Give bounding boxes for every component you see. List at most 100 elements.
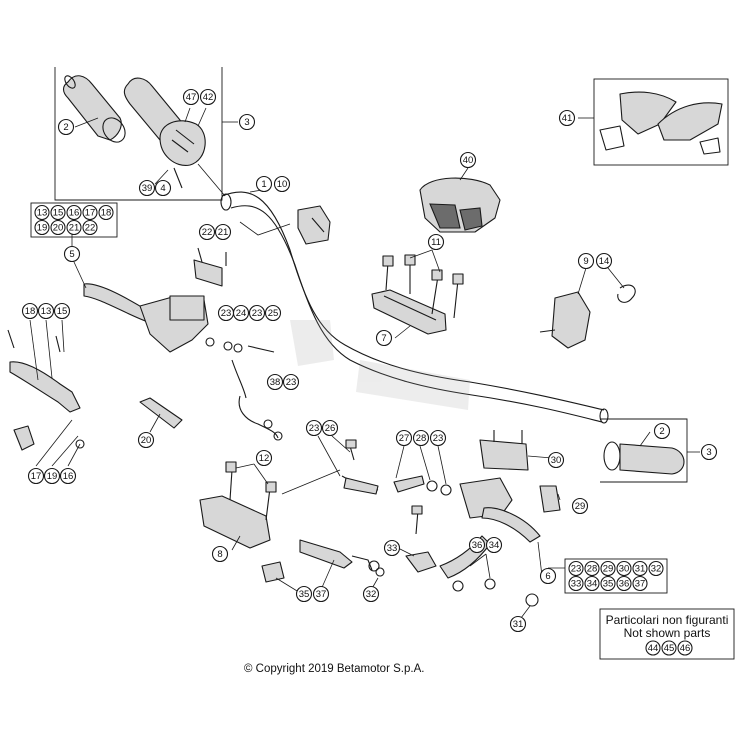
group-callout-17: 17 <box>82 204 98 221</box>
callout-number: 21 <box>218 227 229 238</box>
not-shown-callout-45: 45 <box>661 640 677 656</box>
callout-number: 23 <box>309 423 320 434</box>
callout-number: 38 <box>270 377 281 388</box>
callout-number: 23 <box>221 308 232 319</box>
faint-watermark <box>290 320 470 410</box>
group-callout-36: 36 <box>616 575 632 592</box>
group-callout-31: 31 <box>632 560 648 577</box>
callout-38: 38 <box>266 373 284 391</box>
callout-number: 5 <box>69 249 74 260</box>
group-callout-23: 23 <box>568 560 584 577</box>
callout-number: 33 <box>571 579 582 590</box>
callout-number: 25 <box>268 308 279 319</box>
group-callout-35: 35 <box>600 575 616 592</box>
callout-4: 4 <box>154 179 172 197</box>
callout-number: 32 <box>651 564 662 575</box>
group-callout-37: 37 <box>632 575 648 592</box>
callout-number: 6 <box>545 571 550 582</box>
callout-25: 25 <box>264 304 282 322</box>
callout-2: 2 <box>653 422 671 440</box>
callout-number: 2 <box>659 426 664 437</box>
group-callout-19: 19 <box>34 219 50 236</box>
not-shown-callout-44: 44 <box>645 640 661 656</box>
left-grip <box>62 75 126 143</box>
callout-number: 9 <box>583 256 588 267</box>
callout-47: 47 <box>182 88 200 106</box>
callout-number: 15 <box>53 208 64 219</box>
callout-33: 33 <box>383 539 401 557</box>
callout-number: 30 <box>619 564 630 575</box>
group-callout-22: 22 <box>82 219 98 236</box>
callout-6: 6 <box>539 567 557 585</box>
bracket-22-21 <box>193 247 227 287</box>
callout-23: 23 <box>429 429 447 447</box>
callout-16: 16 <box>59 467 77 485</box>
callout-number: 23 <box>571 564 582 575</box>
callout-number: 22 <box>202 227 213 238</box>
callout-32: 32 <box>362 585 380 603</box>
callout-number: 34 <box>587 579 598 590</box>
callout-number: 19 <box>47 471 58 482</box>
handguards-41 <box>599 91 723 155</box>
callout-26: 26 <box>321 419 339 437</box>
left-lever-assembly-5 <box>73 261 209 353</box>
callout-number: 1 <box>261 179 266 190</box>
callout-number: 14 <box>599 256 610 267</box>
callout-number: 17 <box>31 471 42 482</box>
callout-9: 9 <box>577 252 595 270</box>
callout-number: 27 <box>399 433 410 444</box>
callout-number: 20 <box>141 435 152 446</box>
callout-number: 8 <box>217 549 222 560</box>
callout-number: 11 <box>431 237 441 248</box>
left-lever-assembly <box>7 319 85 467</box>
callout-11: 11 <box>427 233 445 251</box>
callout-number: 33 <box>387 543 398 554</box>
callout-number: 36 <box>619 579 630 590</box>
handlebar-clamp-7 <box>371 249 464 339</box>
group-callout-20: 20 <box>50 219 66 236</box>
callout-23: 23 <box>248 304 266 322</box>
callout-23: 23 <box>217 304 235 322</box>
group-callout-15: 15 <box>50 204 66 221</box>
callout-21: 21 <box>214 223 232 241</box>
callout-number: 22 <box>85 223 96 234</box>
callout-5: 5 <box>63 245 81 263</box>
not-shown-title-en: Not shown parts <box>624 626 711 640</box>
callout-13: 13 <box>37 302 55 320</box>
callout-20: 20 <box>137 431 155 449</box>
callout-number: 17 <box>85 208 96 219</box>
callout-37: 37 <box>312 585 330 603</box>
callout-35: 35 <box>295 585 313 603</box>
callout-number: 3 <box>244 117 249 128</box>
callout-23: 23 <box>305 419 323 437</box>
callout-30: 30 <box>547 451 565 469</box>
callout-number: 47 <box>186 92 197 103</box>
callout-number: 18 <box>101 208 112 219</box>
handlebar <box>220 189 609 424</box>
callout-number: 36 <box>472 540 483 551</box>
callout-18: 18 <box>21 302 39 320</box>
callout-22: 22 <box>198 223 216 241</box>
group-callout-30: 30 <box>616 560 632 577</box>
callout-8: 8 <box>211 545 229 563</box>
callout-number: 31 <box>513 619 524 630</box>
callout-number: 21 <box>69 223 80 234</box>
group-callout-29: 29 <box>600 560 616 577</box>
callout-34: 34 <box>485 536 503 554</box>
callout-2: 2 <box>57 118 75 136</box>
callout-number: 29 <box>603 564 614 575</box>
group-callout-33: 33 <box>568 575 584 592</box>
callout-number: 23 <box>252 308 263 319</box>
right-grip <box>603 431 685 475</box>
callout-number: 45 <box>664 643 675 654</box>
callout-number: 32 <box>366 589 377 600</box>
callout-42: 42 <box>199 88 217 106</box>
callout-number: 16 <box>63 471 74 482</box>
callout-14: 14 <box>595 252 613 270</box>
callout-40: 40 <box>459 151 477 169</box>
callout-10: 10 <box>273 175 291 193</box>
pad-20 <box>139 397 183 433</box>
callout-15: 15 <box>53 302 71 320</box>
